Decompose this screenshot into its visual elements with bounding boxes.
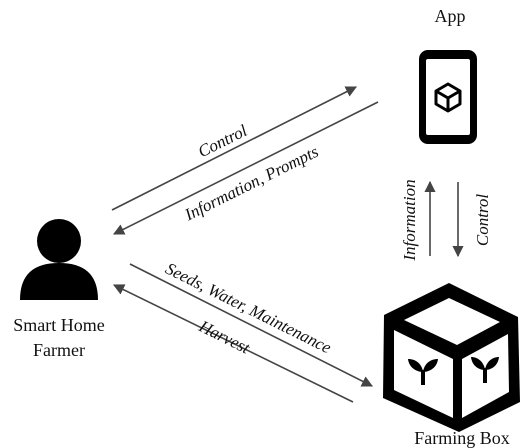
arrow-farmer-to-app <box>111 86 358 211</box>
farmer-label-line2: Farmer <box>33 340 85 360</box>
edge-label-information-to-app: Information <box>400 179 419 261</box>
arrow-farmer-to-box <box>129 263 374 387</box>
crate-with-sprouts-icon <box>383 283 520 432</box>
farming-box-label: Farming Box <box>414 428 510 448</box>
cube-icon <box>434 82 462 113</box>
person-icon <box>20 219 98 300</box>
edge-label-control-to-app: Control <box>195 121 251 161</box>
arrow-box-to-farmer <box>112 284 354 403</box>
farmer-label-line1: Smart Home <box>13 315 105 335</box>
arrow-app-to-farmer <box>112 101 379 235</box>
app-label: App <box>435 6 466 26</box>
sprout-icon <box>408 359 438 385</box>
smartphone-icon <box>419 50 477 144</box>
sprout-icon <box>471 357 499 383</box>
edge-label-control-to-box: Control <box>473 194 492 247</box>
